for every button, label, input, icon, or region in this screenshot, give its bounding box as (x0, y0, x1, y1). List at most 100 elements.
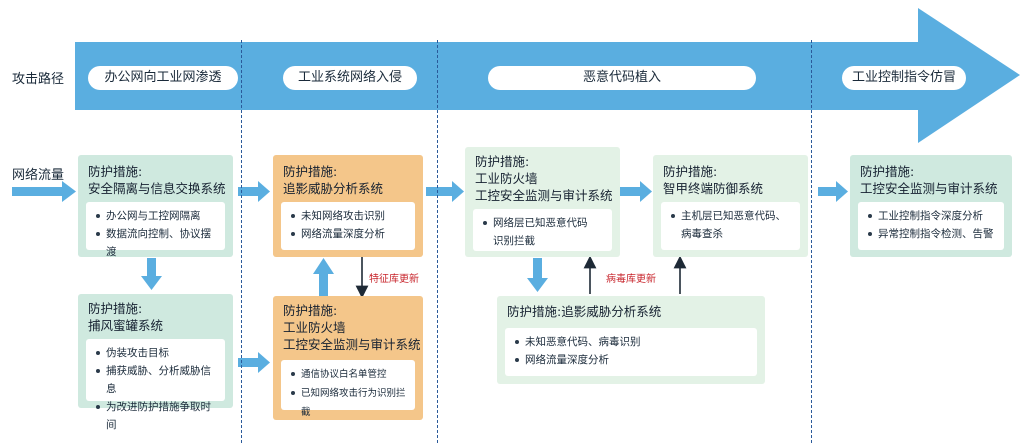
item-text: 主机层已知恶意代码、 (681, 210, 786, 222)
box-title: 防护措施: (88, 301, 143, 316)
arrow-b1-b2-head (141, 276, 162, 290)
bullet-dot (515, 340, 519, 344)
item-text: 捕获威胁、分析威胁信息 (106, 365, 211, 395)
item-text: 网络流量深度分析 (301, 228, 385, 240)
box-items: 工业控制指令深度分析 异常控制指令检测、告警 (858, 202, 1004, 250)
arrow-b5-b6-head (640, 181, 652, 202)
box-title: 智甲终端防御系统 (663, 181, 764, 196)
arrow-b4-b3-head (313, 258, 334, 274)
list-item: 未知网络攻击识别 (291, 207, 409, 225)
arrow-b5-b7-head (527, 278, 548, 292)
feature-update-label: 特征库更新 (369, 274, 419, 285)
box-title: 防护措施: (475, 154, 530, 169)
box-title: 防护措施: (663, 164, 718, 179)
stage-office-to-industrial: 办公网向工业网渗透 (88, 66, 238, 90)
bullet-dot (868, 214, 872, 218)
attack-path-label: 攻击路径 (12, 72, 65, 87)
arrow-b5-b7-shaft (533, 258, 542, 278)
list-item: 病毒查杀 (671, 225, 794, 243)
virus-update-label: 病毒库更新 (606, 274, 656, 285)
item-text: 数据流向控制、协议摆渡 (106, 228, 211, 258)
list-item: 工业控制指令深度分析 (868, 207, 998, 225)
bullet-dot (96, 351, 100, 355)
defense-box-threat-analysis: 防护措施: 追影威胁分析系统 未知网络攻击识别 网络流量深度分析 (273, 155, 423, 257)
bullet-dot (515, 358, 519, 362)
box-items: 办公网与工控网隔离 数据流向控制、协议摆渡 (86, 202, 225, 258)
list-item: 已知网络攻击行为识别拦截 (291, 384, 409, 422)
item-text: 网络层已知恶意代码 (493, 217, 588, 229)
bullet-dot (291, 214, 295, 218)
box-title: 工控安全监测与审计系统 (283, 337, 421, 352)
bullet-dot (96, 405, 100, 409)
list-item: 办公网与工控网隔离 (96, 207, 219, 225)
box-title: 工业防火墙 (283, 320, 346, 335)
bullet-dot (671, 214, 675, 218)
list-item: 主机层已知恶意代码、 (671, 207, 794, 225)
stage-malicious-code: 恶意代码植入 (488, 66, 756, 90)
bullet-dot (96, 214, 100, 218)
list-item: 网络流量深度分析 (515, 351, 751, 369)
box-title: 追影威胁分析系统 (283, 181, 384, 196)
bullet-dot (868, 232, 872, 236)
list-item: 网络流量深度分析 (291, 225, 409, 243)
item-text: 异常控制指令检测、告警 (878, 228, 994, 240)
box-title: 防护措施: (88, 164, 143, 179)
box-title: 捕风蜜罐系统 (88, 318, 164, 333)
box-items: 网络层已知恶意代码 识别拦截 (473, 209, 612, 251)
box-title: 工控安全监测与审计系统 (475, 188, 613, 203)
stage-divider-2 (437, 40, 438, 443)
list-item: 通信协议白名单管控 (291, 365, 409, 384)
item-text: 为改进防护措施争取时间 (106, 401, 211, 431)
defense-box-threat-analysis-2: 防护措施:追影威胁分析系统 未知恶意代码、病毒识别 网络流量深度分析 (497, 296, 765, 384)
arrow-b1-b3-shaft (238, 187, 258, 196)
arrow-b6-b8-head (836, 181, 848, 202)
box-title: 工控安全监测与审计系统 (860, 181, 998, 196)
traffic-arrow-shaft (12, 187, 62, 196)
network-traffic-label: 网络流量 (12, 168, 65, 183)
arrow-b2-b4-head (258, 352, 270, 373)
box-items: 伪装攻击目标 捕获威胁、分析威胁信息 为改进防护措施争取时间 (86, 339, 225, 431)
item-text: 识别拦截 (493, 235, 535, 247)
item-text: 网络流量深度分析 (525, 354, 609, 366)
list-item: 识别拦截 (483, 232, 606, 250)
stage-divider-3 (811, 40, 812, 443)
list-item: 为改进防护措施争取时间 (96, 398, 219, 434)
box-title: 工业防火墙 (475, 171, 538, 186)
item-text: 通信协议白名单管控 (301, 369, 387, 380)
arrow-b1-b2-shaft (147, 258, 156, 276)
box-title: 防护措施: (283, 303, 338, 318)
defense-box-honeypot: 防护措施: 捕风蜜罐系统 伪装攻击目标 捕获威胁、分析威胁信息 为改进防护措施争… (78, 294, 233, 431)
box-title: 防护措施: (860, 164, 915, 179)
list-item: 网络层已知恶意代码 (483, 214, 606, 232)
arrow-b1-b3-head (258, 181, 270, 202)
arrow-b2-b4-shaft (238, 358, 258, 367)
arrow-b4-b3-shaft (319, 274, 328, 296)
arrow-b3-b5-head (452, 181, 464, 202)
box-items: 未知恶意代码、病毒识别 网络流量深度分析 (505, 328, 757, 376)
list-item: 伪装攻击目标 (96, 344, 219, 362)
box-items: 主机层已知恶意代码、 病毒查杀 (661, 202, 800, 250)
stage-divider-1 (241, 40, 242, 443)
defense-box-control-audit: 防护措施: 工控安全监测与审计系统 工业控制指令深度分析 异常控制指令检测、告警 (850, 155, 1012, 257)
stage-industrial-intrusion: 工业系统网络入侵 (283, 66, 417, 90)
bullet-dot (483, 221, 487, 225)
list-item: 数据流向控制、协议摆渡 (96, 225, 219, 261)
bullet-dot (291, 391, 295, 395)
defense-box-endpoint: 防护措施: 智甲终端防御系统 主机层已知恶意代码、 病毒查杀 (653, 155, 808, 257)
defense-box-isolation: 防护措施: 安全隔离与信息交换系统 办公网与工控网隔离 数据流向控制、协议摆渡 (78, 155, 233, 258)
bullet-dot (96, 369, 100, 373)
arrow-b5-b6-shaft (620, 187, 640, 196)
item-text: 未知恶意代码、病毒识别 (525, 336, 641, 348)
item-text: 病毒查杀 (681, 228, 723, 240)
box-title: 防护措施:追影威胁分析系统 (507, 304, 662, 319)
bullet-dot (291, 232, 295, 236)
defense-box-firewall-network: 防护措施: 工业防火墙 工控安全监测与审计系统 网络层已知恶意代码 识别拦截 (465, 147, 620, 257)
item-text: 工业控制指令深度分析 (878, 210, 983, 222)
box-items: 未知网络攻击识别 网络流量深度分析 (281, 202, 415, 250)
list-item: 异常控制指令检测、告警 (868, 225, 998, 243)
defense-box-firewall-audit: 防护措施: 工业防火墙 工控安全监测与审计系统 通信协议白名单管控 已知网络攻击… (273, 296, 423, 420)
item-text: 已知网络攻击行为识别拦截 (301, 388, 406, 418)
list-item: 捕获威胁、分析威胁信息 (96, 362, 219, 398)
arrow-b3-b5-shaft (426, 187, 452, 196)
